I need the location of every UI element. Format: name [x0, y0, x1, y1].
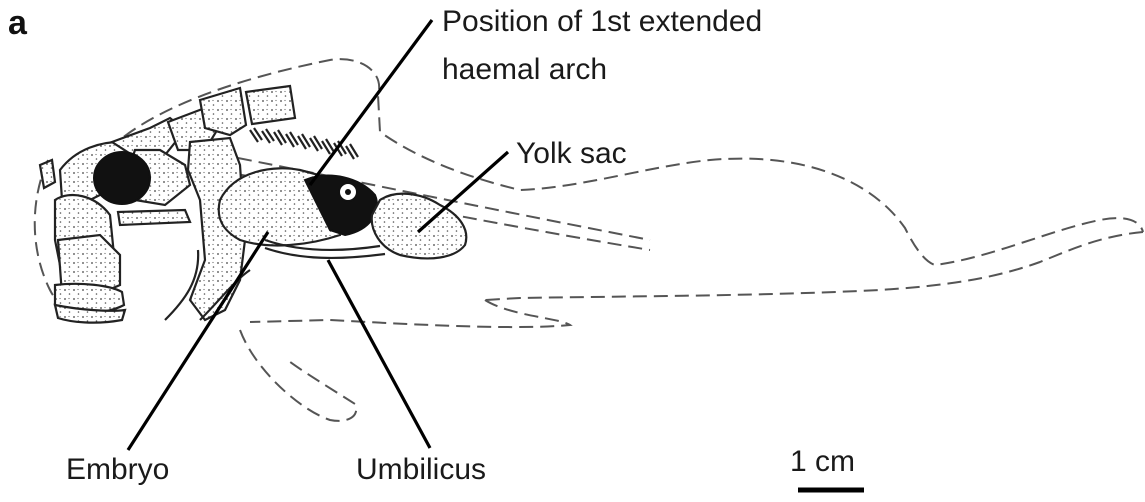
label-scale: 1 cm [790, 444, 855, 480]
panel-label: a [8, 4, 27, 43]
orbit-dark [94, 152, 150, 204]
leader-line-haemal-arch [310, 20, 432, 185]
leader-line-yolk-sac [418, 152, 508, 232]
leader-line-umbilicus [328, 260, 430, 448]
label-haemal-arch-line2: haemal arch [442, 52, 607, 88]
label-embryo: Embryo [66, 452, 169, 488]
label-umbilicus: Umbilicus [356, 452, 486, 488]
label-yolk-sac: Yolk sac [516, 136, 627, 172]
label-haemal-arch-line1: Position of 1st extended [442, 4, 762, 40]
